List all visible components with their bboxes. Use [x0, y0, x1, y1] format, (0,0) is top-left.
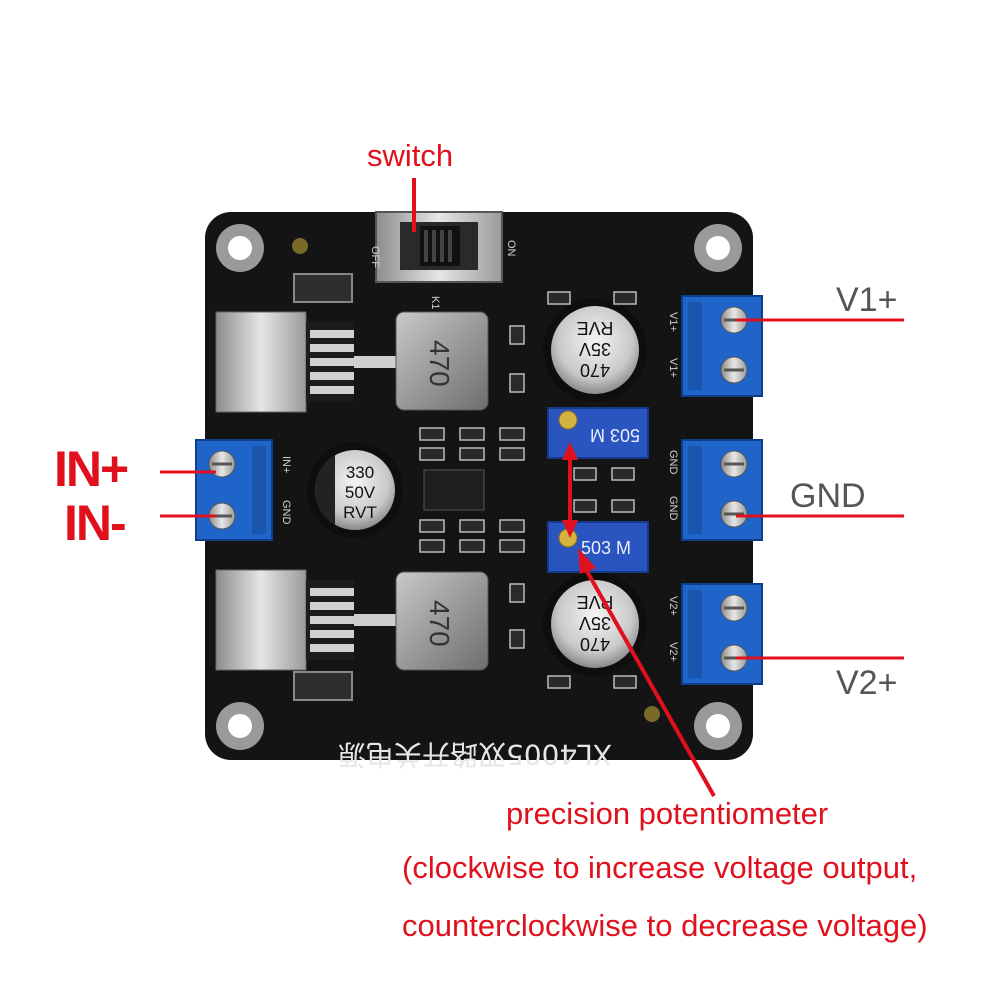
smd-components [419, 291, 637, 689]
potentiometer-note-line2: counterclockwise to decrease voltage) [402, 908, 928, 943]
output-cap-top-line3: RVE [577, 318, 614, 338]
potentiometer-v1: 503 M [547, 407, 649, 459]
board-title-silk: XL4005双路开关电源 [338, 738, 612, 771]
regulator-ic-bottom [215, 569, 400, 671]
in-minus-label: IN- [64, 495, 127, 551]
potentiometer-note-line1: (clockwise to increase voltage output, [402, 850, 918, 885]
silk-in-plus: IN+ [280, 456, 292, 473]
output-cap-bottom-line2: 35V [579, 613, 611, 633]
silk-v1-b: V1+ [667, 358, 679, 378]
v1-plus-label: V1+ [836, 281, 898, 319]
input-cap-line2: 50V [345, 483, 376, 502]
mounting-hole [694, 702, 742, 750]
switch-ref-silk: K1 [429, 296, 441, 309]
inductor-top: 470 [395, 311, 489, 411]
mounting-hole [216, 702, 264, 750]
annotation-lines [160, 178, 904, 797]
output-capacitor-bottom: 470 35V RVE [543, 572, 647, 676]
switch-off-silk: OFF [369, 246, 381, 268]
output-cap-bottom-line1: 470 [580, 634, 610, 654]
regulator-ic-top [215, 311, 400, 413]
controller-ic [423, 469, 485, 511]
output-cap-bottom-line3: RVE [577, 592, 614, 612]
inductor-top-text: 470 [424, 340, 455, 387]
output-capacitor-top: 470 35V RVE [543, 298, 647, 402]
terminal-block-gnd: GND GND [667, 439, 763, 541]
in-plus-label: IN+ [54, 441, 129, 497]
output-cap-top-line2: 35V [579, 339, 611, 359]
potentiometer-label: precision potentiometer [506, 796, 829, 831]
test-pad [292, 238, 308, 254]
potentiometer-v2: 503 M [547, 521, 649, 573]
smd-diode [293, 273, 353, 303]
silk-gnd-a: GND [667, 450, 679, 475]
terminal-block-v1: V1+ V1+ [667, 295, 763, 397]
inductor-bottom-text: 470 [424, 600, 455, 647]
smd-diode [293, 671, 353, 701]
mounting-hole [216, 224, 264, 272]
input-cap-line1: 330 [346, 463, 374, 482]
input-cap-line3: RVT [343, 503, 377, 522]
switch-on-silk: ON [505, 240, 517, 257]
potentiometer-v2-code: 503 M [581, 538, 631, 558]
v2-plus-label: V2+ [836, 664, 898, 702]
silk-in-gnd: GND [280, 500, 292, 525]
potentiometer-v1-code: 503 M [590, 425, 640, 445]
switch-label: switch [367, 138, 454, 173]
silk-v2-b: V2+ [667, 642, 679, 662]
output-cap-top-line1: 470 [580, 360, 610, 380]
gnd-label: GND [790, 477, 866, 515]
input-capacitor: 330 50V RVT [307, 442, 403, 538]
silk-v2-a: V2+ [667, 596, 679, 616]
inductor-bottom: 470 [395, 571, 489, 671]
mounting-hole [694, 224, 742, 272]
silk-v1-a: V1+ [667, 312, 679, 332]
silk-gnd-b: GND [667, 496, 679, 521]
test-pad [644, 706, 660, 722]
terminal-block-v2: V2+ V2+ [667, 583, 763, 685]
